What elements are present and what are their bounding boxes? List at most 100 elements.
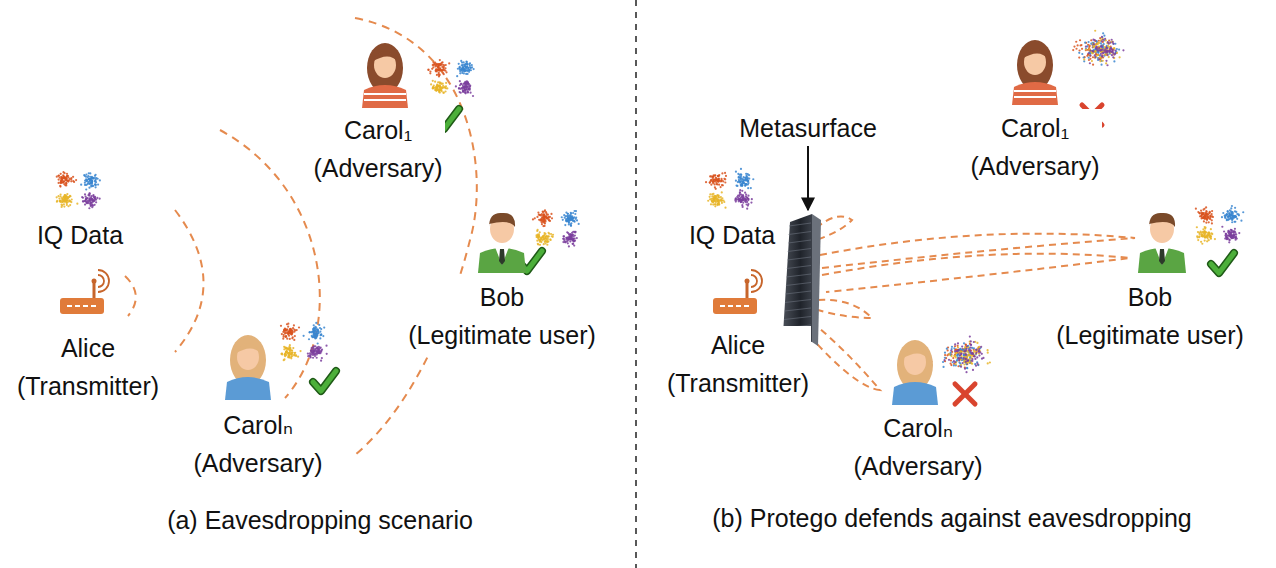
- iq-sample: [65, 184, 67, 186]
- iq-sample: [66, 175, 68, 177]
- iq-sample: [443, 92, 445, 94]
- iq-sample: [1234, 228, 1236, 230]
- iq-sample: [1098, 47, 1100, 49]
- iq-sample: [542, 211, 544, 213]
- iq-sample: [1119, 56, 1121, 58]
- iq-sample: [441, 90, 443, 92]
- iq-sample: [741, 198, 743, 200]
- iq-sample: [315, 328, 317, 330]
- iq-sample: [1106, 51, 1108, 53]
- iq-sample: [290, 328, 292, 330]
- iq-sample: [91, 198, 93, 200]
- iq-constellation: [280, 322, 328, 362]
- iq-sample: [537, 211, 539, 213]
- iq-sample: [448, 62, 450, 64]
- iq-sample: [1222, 212, 1224, 214]
- iq-sample: [717, 180, 719, 182]
- iq-sample: [714, 203, 716, 205]
- iq-sample: [312, 352, 314, 354]
- iq-sample: [1238, 232, 1240, 234]
- iq-sample: [1114, 53, 1116, 55]
- iq-sample: [739, 189, 741, 191]
- iq-sample: [709, 196, 711, 198]
- iq-sample: [562, 219, 564, 221]
- iq-sample: [1225, 233, 1227, 235]
- beam-lobe: [818, 300, 872, 318]
- iq-sample: [1226, 214, 1228, 216]
- iq-sample: [1196, 226, 1198, 228]
- iq-sample: [712, 197, 714, 199]
- iq-sample: [89, 183, 91, 185]
- iq-sample: [576, 219, 578, 221]
- iq-sample: [472, 68, 474, 70]
- iq-sample: [1081, 53, 1083, 55]
- iq-sample: [284, 354, 286, 356]
- iq-sample: [471, 64, 473, 66]
- iq-sample: [1101, 36, 1103, 38]
- iq-sample: [317, 342, 319, 344]
- iq-constellation: [705, 168, 754, 210]
- iq-sample: [1233, 230, 1235, 232]
- iq-sample: [746, 201, 748, 203]
- iq-sample: [1210, 238, 1212, 240]
- iq-sample: [445, 82, 447, 84]
- iq-sample: [468, 83, 470, 85]
- iq-sample: [459, 72, 461, 74]
- iq-sample: [576, 237, 578, 239]
- iq-sample: [1104, 38, 1106, 40]
- iq-sample: [1209, 211, 1211, 213]
- metasurface-grid: [786, 274, 811, 277]
- iq-sample: [1108, 56, 1110, 58]
- iq-sample: [76, 203, 78, 205]
- iq-sample: [1100, 45, 1102, 47]
- iq-sample: [721, 191, 723, 193]
- iq-sample: [439, 91, 441, 93]
- iq-sample: [1116, 48, 1118, 50]
- iq-sample: [438, 70, 440, 72]
- iq-sample: [284, 353, 286, 355]
- iq-sample: [463, 87, 465, 89]
- iq-sample: [321, 349, 323, 351]
- iq-sample: [544, 209, 546, 211]
- iq-sample: [1112, 43, 1114, 45]
- iq-sample: [435, 86, 437, 88]
- iq-sample: [468, 71, 470, 73]
- iq-sample: [565, 237, 567, 239]
- iq-sample: [320, 346, 322, 348]
- metasurface-panel: [783, 214, 812, 342]
- iq-sample: [544, 220, 546, 222]
- iq-sample: [1099, 60, 1101, 62]
- iq-sample: [321, 357, 323, 359]
- iq-sample: [1077, 44, 1079, 46]
- iq-sample: [72, 180, 74, 182]
- iq-sample: [742, 194, 744, 196]
- iq-sample: [572, 239, 574, 241]
- iq-sample: [1204, 215, 1206, 217]
- iq-sample: [1232, 215, 1234, 217]
- iq-sample: [63, 181, 65, 183]
- iq-sample: [95, 181, 97, 183]
- iq-sample: [568, 223, 570, 225]
- iq-sample: [442, 85, 444, 87]
- iq-sample: [463, 72, 465, 74]
- wifi-arc: [751, 275, 757, 287]
- iq-sample: [542, 235, 544, 237]
- iq-sample: [1230, 217, 1232, 219]
- iq-sample: [320, 328, 322, 330]
- iq-sample: [58, 197, 60, 199]
- iq-sample: [445, 85, 447, 87]
- iq-sample: [283, 359, 285, 361]
- iq-sample: [709, 198, 711, 200]
- iq-sample: [1089, 55, 1091, 57]
- iq-sample: [573, 240, 575, 242]
- iq-sample: [91, 198, 93, 200]
- signal-wave: [125, 276, 136, 316]
- iq-sample: [714, 178, 716, 180]
- iq-sample: [563, 235, 565, 237]
- iq-sample: [466, 65, 468, 67]
- iq-sample: [439, 74, 441, 76]
- iq-sample: [441, 66, 443, 68]
- iq-sample: [1083, 58, 1085, 60]
- metasurface-side: [812, 214, 821, 346]
- iq-sample: [1107, 50, 1109, 52]
